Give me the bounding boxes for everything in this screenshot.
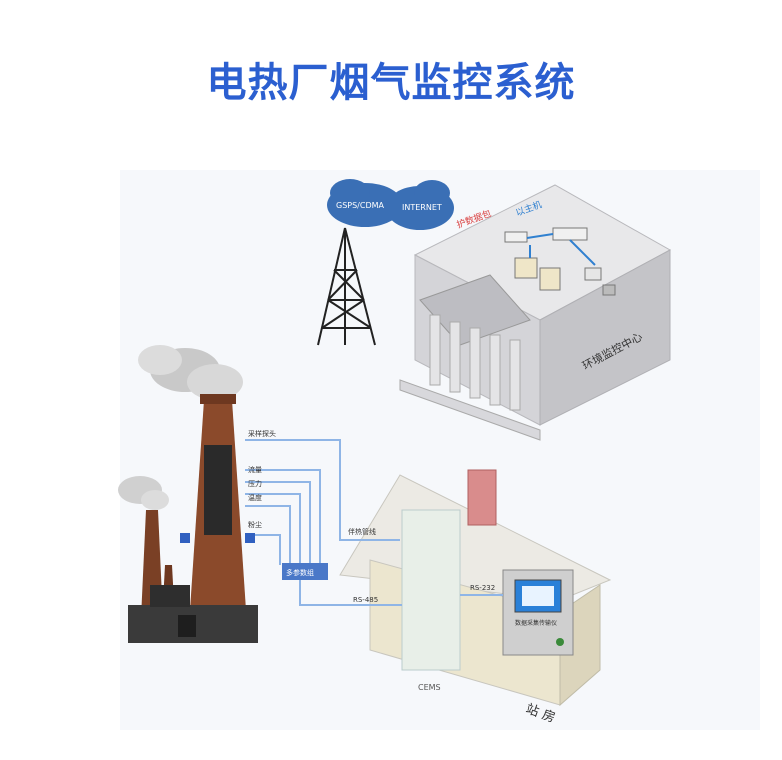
cems-label: CEMS bbox=[418, 683, 441, 692]
signal-tower-icon bbox=[317, 227, 376, 346]
rs485-label: RS-485 bbox=[353, 596, 378, 604]
temperature-label: 温度 bbox=[248, 493, 262, 502]
cloud-right-label: INTERNET bbox=[402, 203, 442, 212]
flow-label: 流量 bbox=[248, 465, 262, 474]
device-name-label: 数据采集传输仪 bbox=[515, 619, 557, 627]
page-title: 电热厂烟气监控系统 bbox=[206, 60, 576, 106]
cloud-icon bbox=[327, 179, 454, 230]
sampling-probe-label: 采样探头 bbox=[248, 429, 276, 438]
heat-pipe-label: 伴热管线 bbox=[348, 527, 376, 536]
data-logger-device bbox=[502, 569, 574, 656]
chimney-icon bbox=[118, 345, 258, 643]
cloud-left-label: GSPS/CDMA bbox=[336, 201, 385, 210]
building-icon bbox=[399, 184, 672, 441]
multi-param-box bbox=[282, 563, 328, 580]
multi-param-label: 多参数组 bbox=[286, 568, 314, 577]
rs232-label: RS-232 bbox=[470, 584, 495, 592]
signal-cables bbox=[245, 439, 503, 606]
pressure-label: 压力 bbox=[248, 479, 262, 488]
dust-label: 粉尘 bbox=[248, 520, 262, 529]
computer-icon bbox=[504, 231, 528, 243]
